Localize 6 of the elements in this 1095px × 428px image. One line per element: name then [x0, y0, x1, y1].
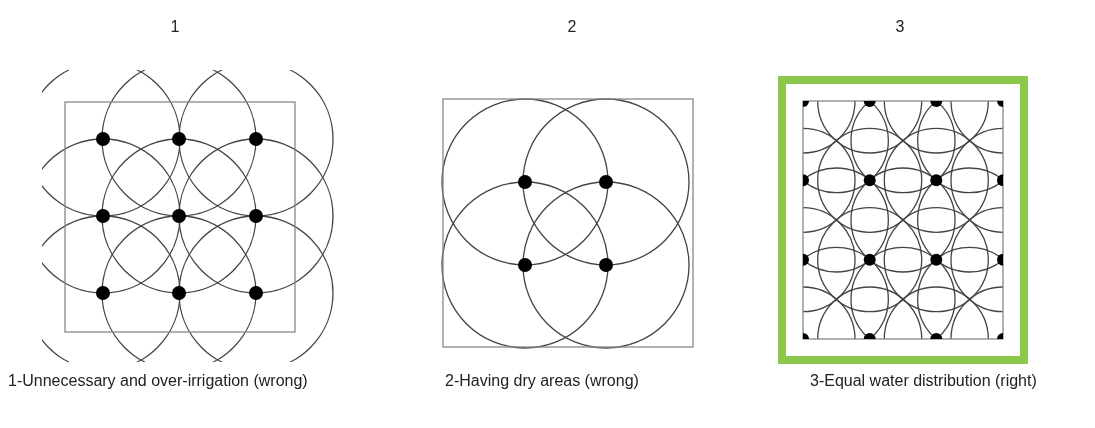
panel-number: 2: [567, 18, 577, 36]
panel-caption: 2-Having dry areas (wrong): [445, 372, 639, 390]
panel-caption: 3-Equal water distribution (right): [810, 372, 1037, 390]
panel-caption: 1-Unnecessary and over-irrigation (wrong): [8, 372, 308, 390]
panel-number: 1: [170, 18, 180, 36]
panel-number: 3: [895, 18, 905, 36]
